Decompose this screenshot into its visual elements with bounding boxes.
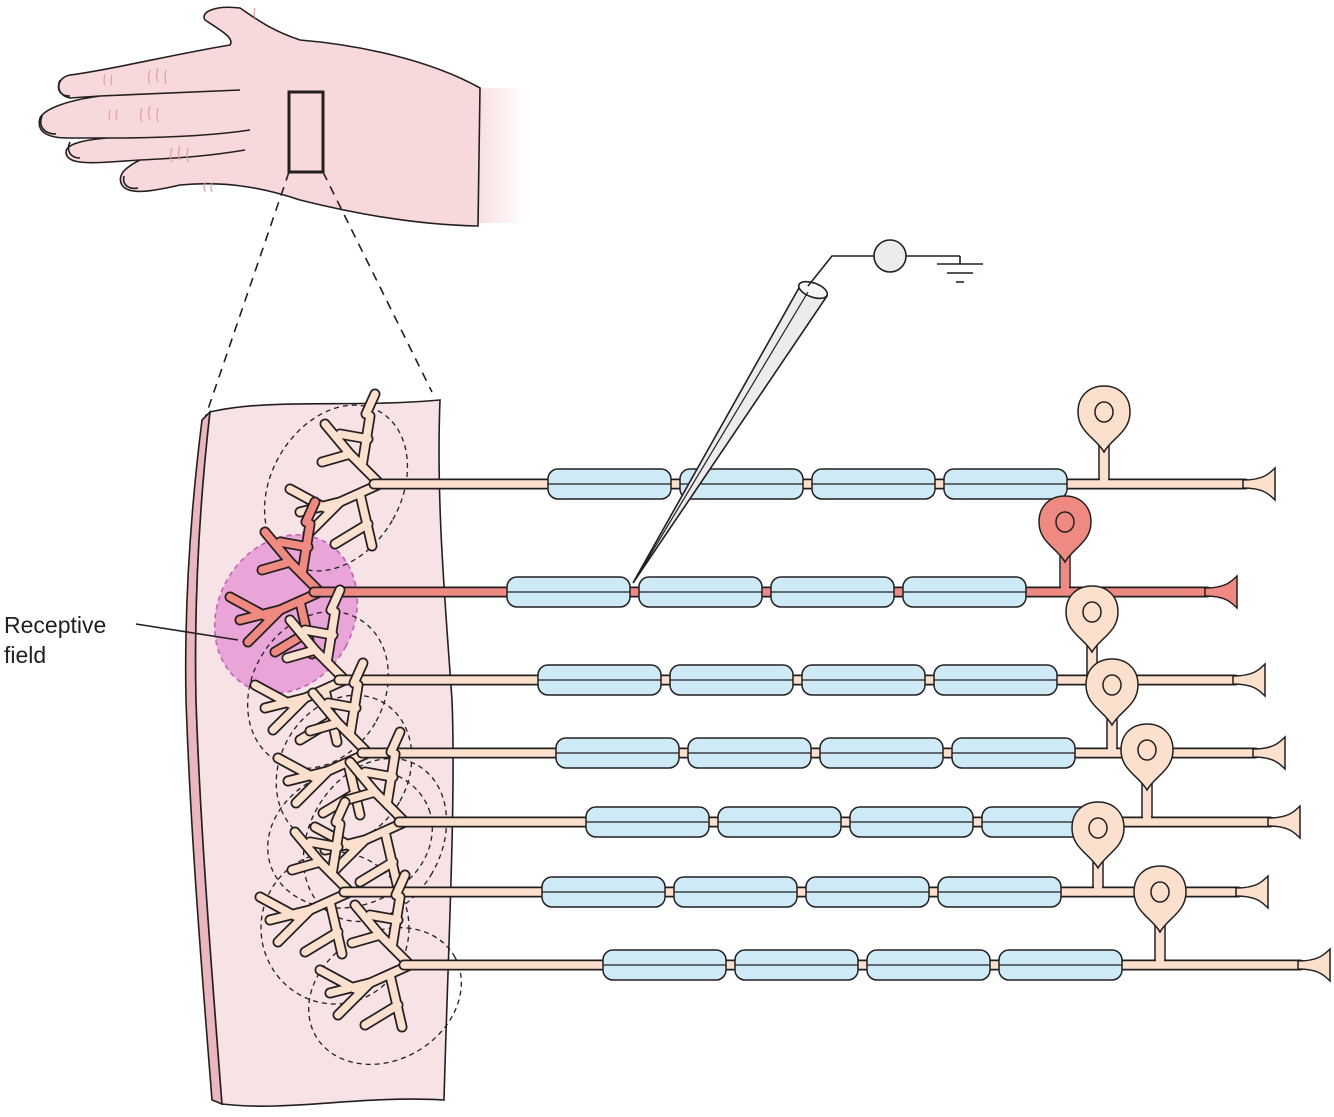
sensory-neuron-2 <box>224 495 1238 660</box>
sensory-neuron-7 <box>314 865 1331 1033</box>
receptive-field-label-line1: Receptive <box>4 612 107 638</box>
nucleus <box>1094 401 1114 423</box>
sensory-neuron-5 <box>309 723 1301 890</box>
receptive-field-label-line2: field <box>4 642 47 668</box>
axon-terminal <box>1297 947 1331 983</box>
nucleus <box>1150 881 1170 903</box>
nucleus <box>1102 674 1122 696</box>
receptive-field-leader <box>135 623 239 641</box>
axon-terminal <box>1252 735 1286 771</box>
receptive-field-label: Receptive field <box>4 610 106 670</box>
nucleus <box>1137 739 1157 761</box>
nucleus <box>1088 817 1108 839</box>
axon-terminal <box>1204 574 1238 610</box>
sensory-neurons <box>224 385 1331 1033</box>
axon-terminal <box>1267 804 1301 840</box>
sensory-neuron-6 <box>254 796 1269 960</box>
nucleus <box>1082 601 1102 623</box>
hand-illustration <box>38 6 525 227</box>
nucleus <box>1055 511 1075 533</box>
axon-terminal <box>1232 662 1266 698</box>
axon-terminal <box>1235 874 1269 910</box>
axon-terminal <box>1242 466 1276 502</box>
recording-electrode-icon <box>632 239 960 584</box>
zoom-lines <box>204 171 433 419</box>
ground-symbol-icon <box>937 256 983 283</box>
